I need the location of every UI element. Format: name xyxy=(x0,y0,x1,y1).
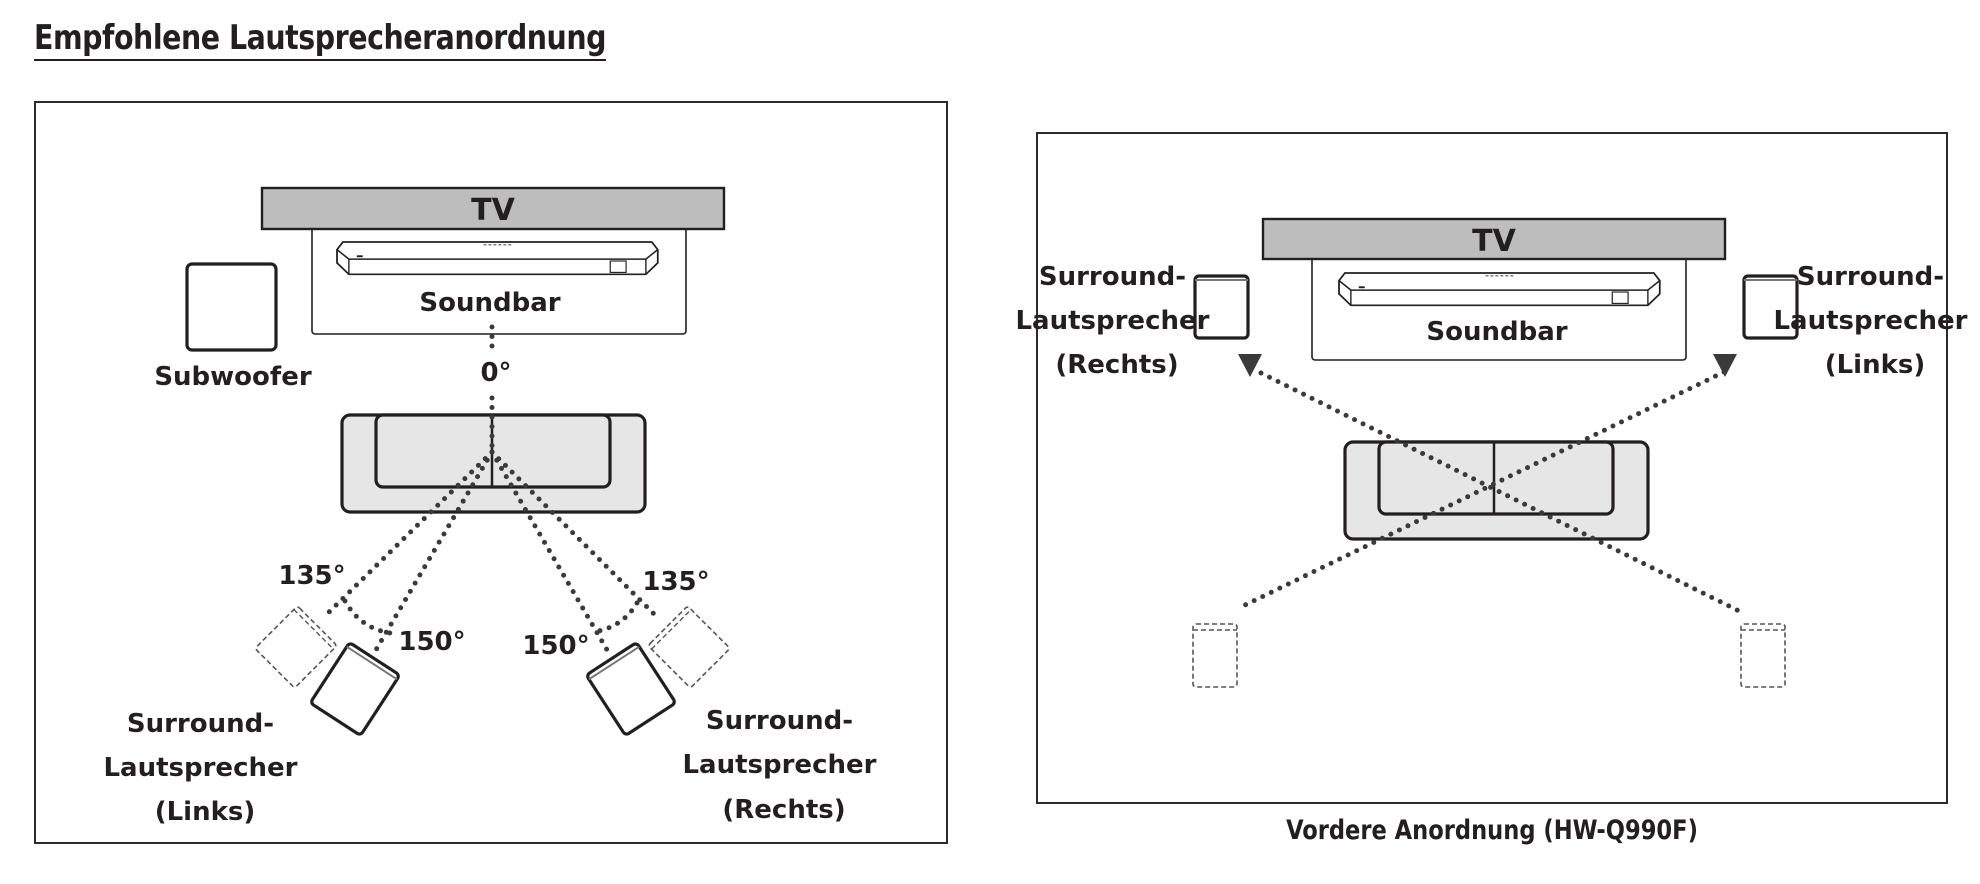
surround-front-left-label: Surround- Lautsprecher (Rechts) xyxy=(1015,262,1218,380)
surround-front-right-label: Surround- Lautsprecher (Links) xyxy=(1773,262,1976,380)
ray-left-135 xyxy=(320,449,495,621)
sofa-seat-front xyxy=(1377,440,1615,516)
speaker-front-left-icon xyxy=(1193,274,1250,340)
speaker-left-icon xyxy=(310,642,400,736)
speaker-right-alt-icon xyxy=(648,606,730,688)
path-cross-a xyxy=(1258,370,1746,616)
angle-left-inner: 150° xyxy=(398,627,465,657)
tv-bar-front xyxy=(1261,217,1727,261)
tv-bar xyxy=(260,186,726,231)
left-diagram: TV Soundbar Subwoofer 0° 135° 150° 150° … xyxy=(34,101,948,844)
speaker-rear-right-alt-icon xyxy=(1740,623,1786,688)
angle-right-inner: 150° xyxy=(522,631,589,661)
surround-left-label: Surround- Lautsprecher (Links) xyxy=(103,709,306,827)
soundbar-icon-front xyxy=(1338,272,1661,307)
speaker-rear-left-alt-icon xyxy=(1192,623,1238,688)
page-title: Empfohlene Lautsprecheranordnung xyxy=(34,18,606,61)
tv-label-front: TV xyxy=(1472,224,1516,259)
speaker-right-icon xyxy=(586,642,676,736)
soundbar-label-front: Soundbar xyxy=(1426,317,1567,347)
speaker-front-right-icon xyxy=(1742,274,1799,340)
tv-label: TV xyxy=(471,193,515,228)
front-layout-caption: Vordere Anordnung (HW-Q990F) xyxy=(1286,815,1698,846)
angle-right-outer: 135° xyxy=(642,567,709,597)
arc-left xyxy=(342,598,393,636)
ray-right-135 xyxy=(489,449,661,621)
ray-right-150 xyxy=(489,449,613,658)
right-frame xyxy=(1036,132,1948,804)
arc-right xyxy=(590,600,640,635)
front-angle-label: 0° xyxy=(480,358,511,388)
subwoofer-label: Subwoofer xyxy=(154,362,312,392)
soundbar-label: Soundbar xyxy=(419,288,560,318)
left-frame xyxy=(34,101,948,844)
arrow-left-icon xyxy=(1238,354,1262,377)
right-diagram: TV Soundbar Surround- Lautsprecher (Rech… xyxy=(1015,132,1976,804)
soundbar-icon xyxy=(336,241,659,276)
arrow-right-icon xyxy=(1713,354,1737,377)
ray-left-150 xyxy=(370,449,495,658)
surround-right-label: Surround- Lautsprecher (Rechts) xyxy=(682,706,885,825)
angle-left-outer: 135° xyxy=(278,561,345,591)
subwoofer-icon xyxy=(185,262,278,352)
speaker-left-alt-icon xyxy=(255,606,337,688)
